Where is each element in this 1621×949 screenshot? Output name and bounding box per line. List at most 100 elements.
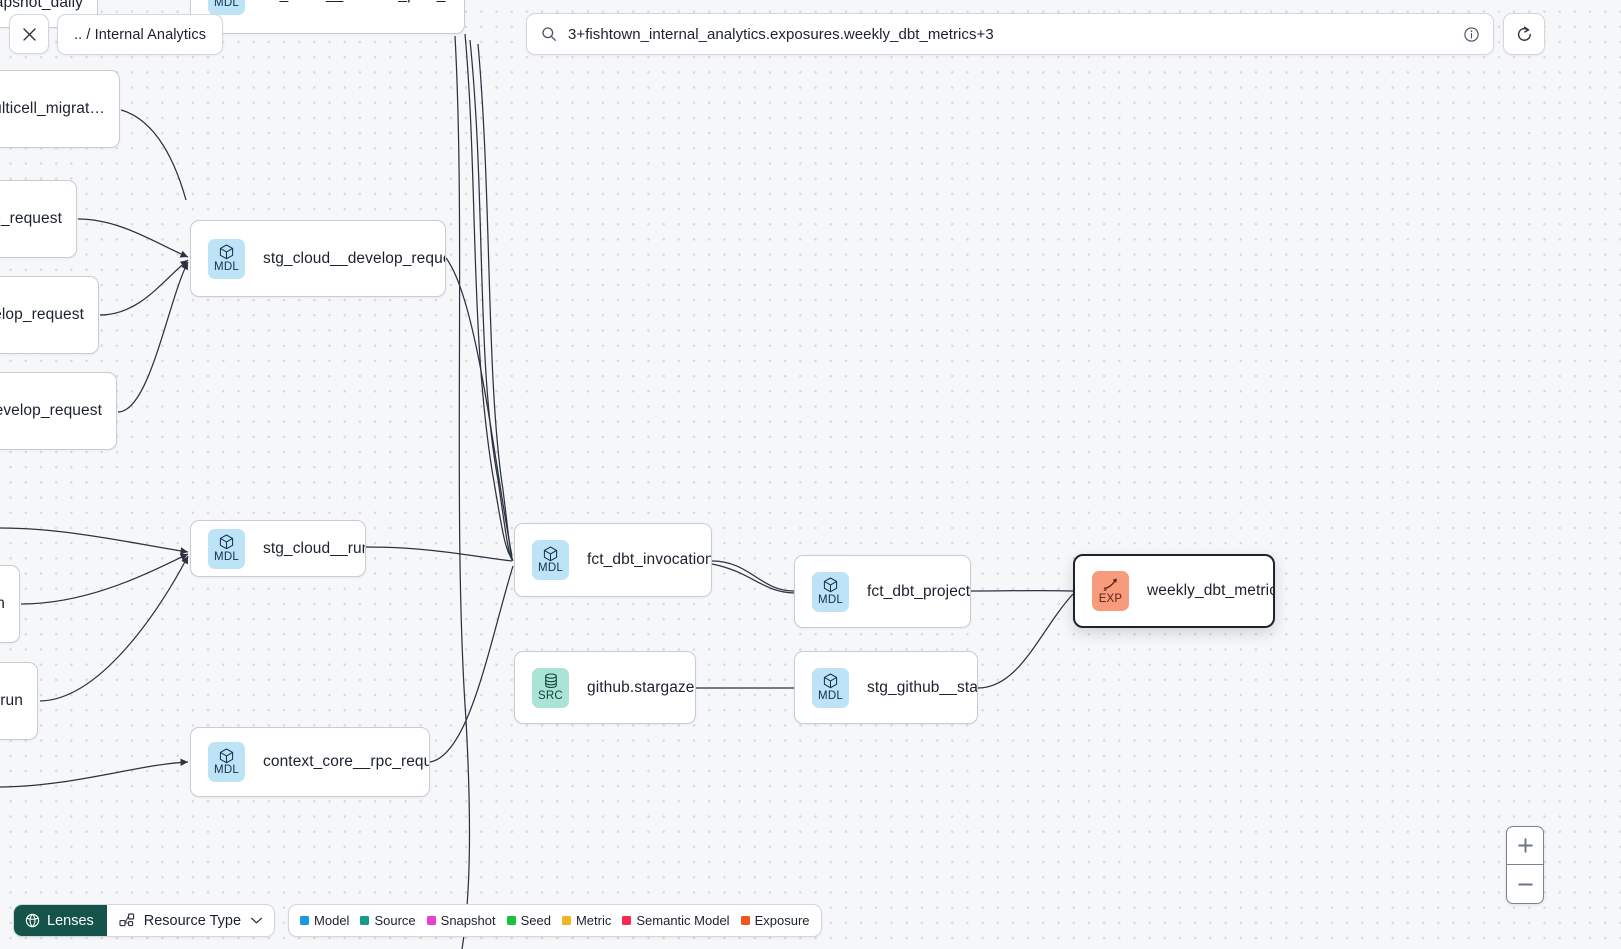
zoom-out-button[interactable] [1507, 865, 1543, 903]
graph-node[interactable]: p_request [0, 180, 77, 258]
node-type-code: MDL [538, 562, 563, 575]
node-label: stg_github__stars [867, 678, 978, 696]
search-icon [542, 27, 556, 41]
node-label: snapshot_daily [0, 0, 83, 11]
node-type-code: SRC [538, 689, 563, 702]
node-label: .run [0, 692, 23, 709]
resource-type-dropdown[interactable]: Resource Type [107, 905, 274, 936]
lenses-button[interactable]: Lenses [14, 905, 107, 936]
legend-swatch [740, 916, 750, 925]
graph-node[interactable]: .run [0, 662, 38, 740]
node-type-badge: MDL [812, 571, 849, 612]
graph-node[interactable]: MDL fct_dbt_invocations [514, 523, 712, 597]
lens-group: Lenses Resource Type [13, 904, 276, 937]
node-label: weekly_dbt_metrics [1147, 582, 1275, 599]
graph-node[interactable]: MDL stg_cloud__runs [190, 520, 366, 577]
graph-node[interactable]: MDL int_cloud__account_plan_history [190, 0, 465, 34]
legend-label: Source [374, 913, 416, 928]
node-type-badge: MDL [812, 667, 849, 708]
node-type-badge: MDL [208, 238, 245, 279]
legend-item-exposure[interactable]: Exposure [740, 913, 810, 928]
node-label: n [0, 595, 5, 613]
legend-item-semantic-model[interactable]: Semantic Model [622, 913, 730, 928]
node-label: p_request [0, 210, 62, 227]
legend-label: Snapshot [440, 913, 496, 928]
cube-icon [823, 673, 838, 689]
resource-type-icon [119, 913, 134, 927]
legend-label: Model [314, 913, 350, 928]
zoom-controls [1506, 826, 1544, 904]
graph-node[interactable]: SRC github.stargazers [514, 651, 696, 724]
node-label: context_core__rpc_request [263, 753, 429, 770]
node-type-code: MDL [214, 260, 239, 273]
legend-item-metric[interactable]: Metric [561, 913, 612, 928]
refresh-icon [1517, 26, 1531, 41]
legend-swatch [360, 916, 370, 925]
legend-label: Semantic Model [636, 913, 730, 928]
graph-node[interactable]: velop_request [0, 276, 99, 354]
zoom-in-button[interactable] [1507, 827, 1543, 865]
node-label: stg_cloud__runs [263, 539, 365, 557]
graph-node[interactable]: .develop_request [0, 372, 117, 450]
chevron-down-icon [250, 917, 263, 924]
minus-icon [1517, 883, 1533, 885]
top-toolbar: .. / Internal Analytics 3+fishtown_inter… [0, 0, 1621, 62]
node-type-badge: SRC [532, 667, 569, 708]
resource-type-legend: Model Source Snapshot Seed Metric Semantic Mo… [288, 904, 822, 937]
plus-icon [1517, 838, 1533, 853]
graph-node[interactable]: multicell_migrat… [0, 70, 120, 148]
node-type-badge: EXP [1092, 571, 1129, 611]
node-type-code: MDL [818, 593, 843, 606]
node-label: velop_request [0, 306, 84, 323]
node-type-code: EXP [1098, 593, 1123, 606]
search-input[interactable]: 3+fishtown_internal_analytics.exposures.… [526, 13, 1494, 55]
bottom-toolbar: Lenses Resource Type Model Source Snapshot… [13, 904, 822, 937]
graph-node[interactable]: n [0, 565, 20, 643]
cube-icon [219, 244, 234, 260]
legend-label: Seed [520, 913, 551, 928]
node-type-badge: MDL [208, 0, 245, 15]
legend-swatch [622, 916, 632, 925]
node-type-code: MDL [214, 764, 239, 777]
node-type-badge: MDL [532, 540, 569, 580]
cube-icon [543, 546, 558, 561]
cube-icon [219, 534, 234, 550]
lenses-label: Lenses [47, 912, 94, 929]
lens-globe-icon [25, 913, 40, 928]
node-label: fct_dbt_invocations [587, 551, 712, 568]
cube-icon [823, 577, 838, 593]
close-icon [22, 27, 36, 41]
node-label: github.stargazers [587, 678, 696, 696]
node-type-code: MDL [818, 689, 843, 702]
info-circle-icon[interactable] [1463, 26, 1480, 43]
graph-node[interactable]: EXP weekly_dbt_metrics [1073, 554, 1275, 628]
cube-icon [219, 748, 234, 763]
legend-swatch [300, 916, 310, 925]
graph-node[interactable]: MDL fct_dbt_projects [794, 555, 971, 628]
legend-swatch [426, 916, 436, 925]
node-label: fct_dbt_projects [867, 582, 971, 600]
node-type-badge: MDL [208, 742, 245, 782]
database-icon [544, 673, 557, 689]
resource-type-label: Resource Type [143, 912, 242, 929]
trend-line-icon [1103, 578, 1117, 592]
graph-node[interactable]: MDL stg_github__stars [794, 651, 978, 724]
node-type-code: MDL [214, 0, 239, 10]
refresh-button[interactable] [1503, 13, 1545, 55]
legend-label: Metric [575, 913, 612, 928]
legend-item-source[interactable]: Source [360, 913, 416, 928]
legend-swatch [506, 916, 516, 925]
close-button[interactable] [9, 14, 49, 54]
legend-item-seed[interactable]: Seed [506, 913, 551, 928]
node-label: .develop_request [0, 402, 102, 419]
node-type-code: MDL [214, 550, 239, 563]
legend-item-model[interactable]: Model [300, 913, 349, 928]
breadcrumb[interactable]: .. / Internal Analytics [57, 14, 224, 55]
graph-node[interactable]: MDL context_core__rpc_request [190, 727, 430, 797]
node-label: int_cloud__account_plan_history [263, 0, 464, 4]
node-label: multicell_migrat… [0, 100, 105, 117]
legend-item-snapshot[interactable]: Snapshot [426, 913, 496, 928]
